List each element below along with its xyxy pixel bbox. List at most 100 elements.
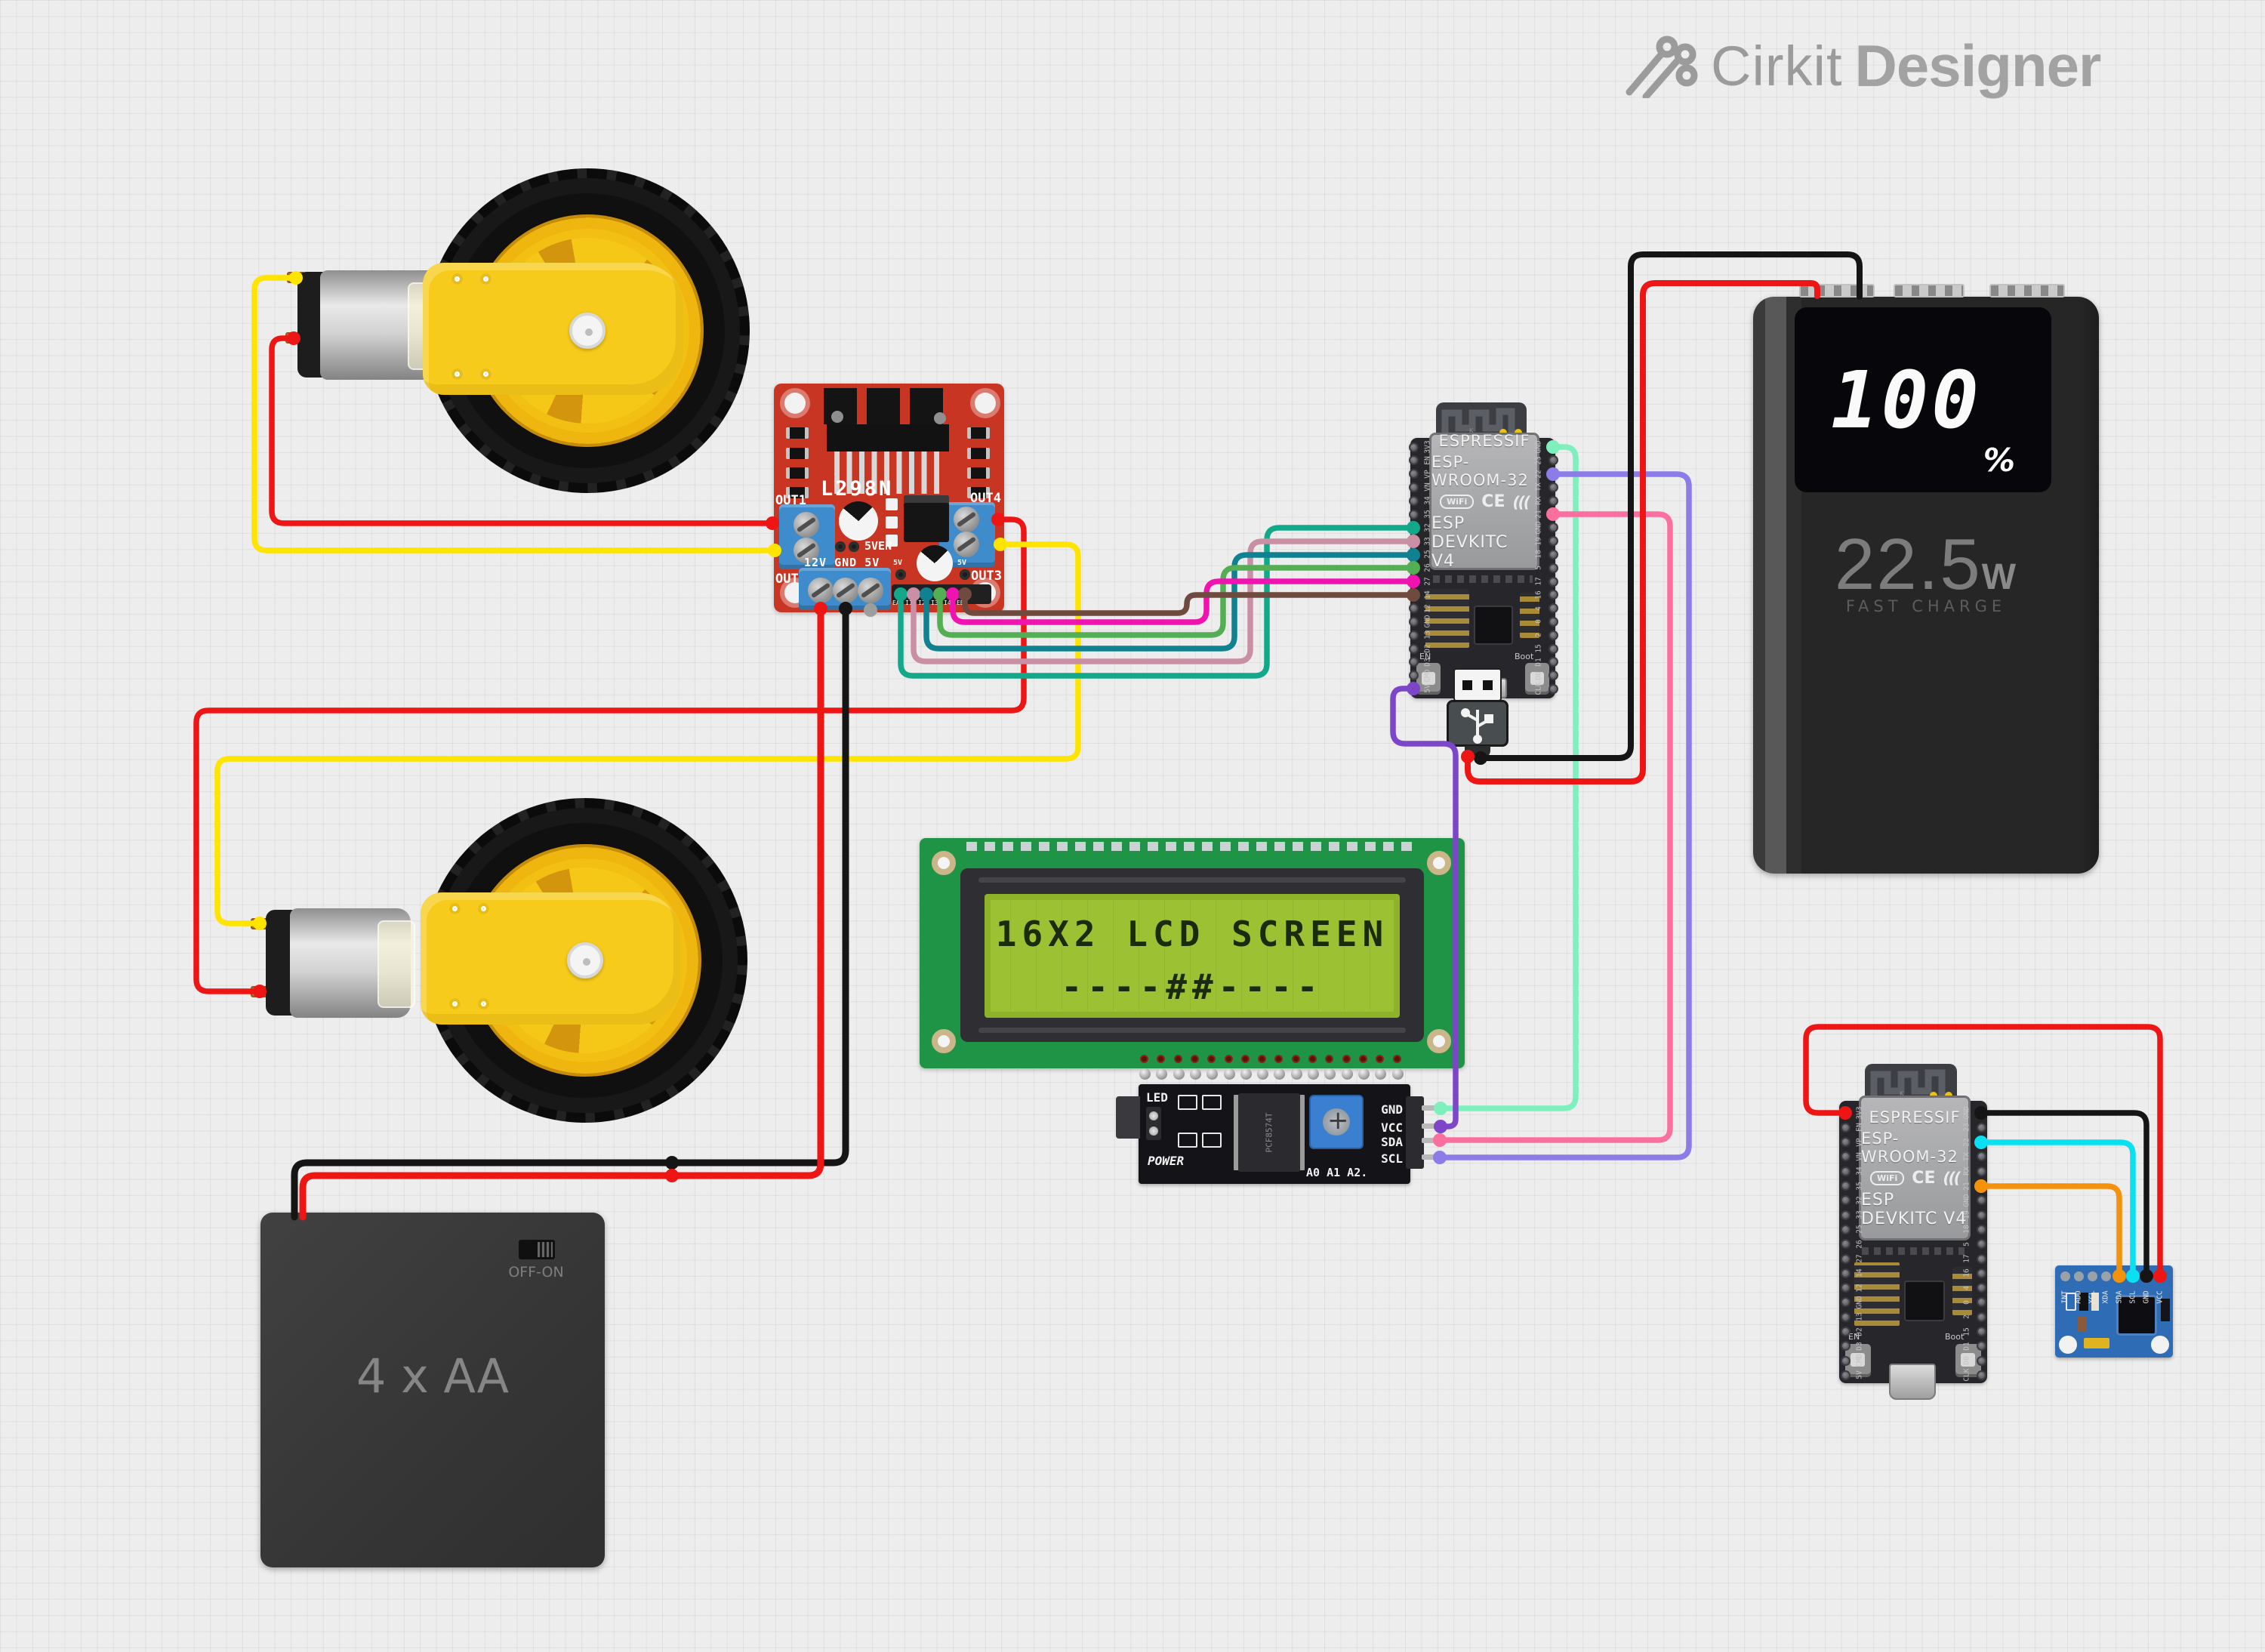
pin-35[interactable]	[1840, 1181, 1851, 1191]
lcd-pin[interactable]	[1308, 1055, 1317, 1063]
pin-32[interactable]	[1840, 1195, 1851, 1206]
esp32-devkit-2[interactable]: K ESPRESSIF ESP-WROOM-32 WiFi CE ((( ESP…	[1839, 1064, 1987, 1400]
usb-plug-body[interactable]	[1447, 700, 1508, 747]
mpu-pin-xcl[interactable]	[2087, 1271, 2097, 1281]
i2c-lcd-backpack[interactable]: LED POWER PCF8574T A0 A1 A2. GNDVCCSDASC…	[1116, 1068, 1440, 1184]
pin-27[interactable]	[1840, 1253, 1851, 1264]
pin-15[interactable]	[1976, 1327, 1986, 1336]
pin-d2[interactable]	[1840, 1327, 1851, 1336]
pin-16[interactable]	[1548, 590, 1558, 600]
wire-motor1-red[interactable]	[269, 335, 775, 526]
lcd-pin[interactable]	[1358, 1055, 1367, 1063]
pin-34[interactable]	[1408, 495, 1419, 506]
wire-io21-sda-pink[interactable]	[1437, 511, 1673, 1143]
pin-33[interactable]	[1840, 1210, 1851, 1220]
pin-16[interactable]	[1976, 1268, 1986, 1278]
lcd-pin[interactable]	[1274, 1055, 1284, 1063]
pin-gnd[interactable]	[1840, 1297, 1851, 1308]
wire-enable-b-brown[interactable]	[962, 591, 1416, 616]
power-switch[interactable]	[519, 1240, 555, 1259]
i2c-header-pin[interactable]	[1324, 1068, 1336, 1080]
pin-0[interactable]	[1976, 1297, 1986, 1308]
pin-clk[interactable]	[1976, 1370, 1986, 1380]
i2c-header-pin[interactable]	[1139, 1068, 1151, 1080]
i2c-header-pin[interactable]	[1223, 1068, 1235, 1080]
lcd-pin[interactable]	[1157, 1055, 1166, 1063]
power-bank[interactable]: 100 % 22.5W FAST CHARGE	[1753, 284, 2099, 874]
wire-motor1-yellow[interactable]	[251, 275, 778, 553]
pin-5v[interactable]	[1840, 1370, 1851, 1380]
wire-esp2-3v3-red[interactable]	[1803, 1024, 2163, 1279]
pin-17[interactable]	[1976, 1253, 1986, 1264]
lcd-pin[interactable]	[1140, 1055, 1148, 1063]
contrast-potentiometer[interactable]	[1309, 1095, 1364, 1149]
pin-13[interactable]	[1408, 630, 1419, 640]
lcd-16x2[interactable]: 16X2 LCD SCREEN ----##----	[920, 838, 1465, 1068]
pin-d3[interactable]	[1840, 1341, 1851, 1351]
wire-battery-black[interactable]	[291, 605, 849, 1221]
pin-d0[interactable]	[1548, 670, 1558, 681]
lcd-pin[interactable]	[1190, 1055, 1199, 1063]
pin-d3[interactable]	[1408, 657, 1419, 667]
pin-5[interactable]	[1976, 1239, 1986, 1250]
pin-14[interactable]	[1840, 1268, 1851, 1278]
pin-34[interactable]	[1840, 1166, 1851, 1176]
lcd-pin[interactable]	[1258, 1055, 1267, 1063]
pin-12[interactable]	[1840, 1283, 1851, 1293]
pin-en[interactable]	[1408, 455, 1419, 466]
battery-holder-4xaa[interactable]: OFF-ON 4 x AA	[260, 1213, 605, 1567]
pin-en[interactable]	[1840, 1122, 1851, 1133]
i2c-header-pin[interactable]	[1156, 1068, 1168, 1080]
wire-in2-dark-teal[interactable]	[923, 552, 1416, 652]
lcd-pin[interactable]	[1376, 1055, 1385, 1063]
lcd-pin[interactable]	[1392, 1055, 1401, 1063]
dc-gear-motor-1[interactable]	[264, 128, 778, 551]
wire-in3-green[interactable]	[937, 565, 1416, 638]
pin-gnd[interactable]	[1976, 1195, 1986, 1206]
pin-rx[interactable]	[1548, 495, 1558, 506]
wire-io22-scl-purple[interactable]	[1437, 471, 1692, 1160]
pin-tx[interactable]	[1976, 1151, 1986, 1162]
pin-12[interactable]	[1408, 603, 1419, 614]
i2c-header-pin[interactable]	[1308, 1068, 1319, 1080]
pin-19[interactable]	[1976, 1210, 1986, 1220]
pin-17[interactable]	[1548, 576, 1558, 587]
pin-vp[interactable]	[1408, 469, 1419, 479]
i2c-header-pin[interactable]	[1189, 1068, 1201, 1080]
pin-d1[interactable]	[1548, 657, 1558, 667]
lcd-pin[interactable]	[1325, 1055, 1334, 1063]
pin-d1[interactable]	[1976, 1341, 1986, 1351]
wire-usb-red[interactable]	[1465, 280, 1820, 784]
pin-3v3[interactable]	[1408, 442, 1419, 452]
boot-button[interactable]	[1525, 663, 1549, 695]
l298n-motor-driver[interactable]: L298N OUT1 OUT2 OUT4 OUT3 5VEN 12V GND 5…	[774, 384, 1004, 612]
en-button[interactable]	[1416, 663, 1441, 695]
esp32-devkit-1[interactable]: K ESPRESSIF ESP-WROOM-32 WiFi CE ((( ESP…	[1410, 402, 1555, 698]
micro-usb-port[interactable]	[1889, 1364, 1936, 1400]
pin-15[interactable]	[1548, 643, 1558, 654]
lcd-pin[interactable]	[1291, 1055, 1300, 1063]
pin-rx[interactable]	[1976, 1166, 1986, 1176]
dc-gear-motor-2[interactable]	[234, 747, 763, 1170]
pin-35[interactable]	[1408, 509, 1419, 519]
i2c-header-pin[interactable]	[1375, 1068, 1387, 1080]
wire-vcc-5v-purple[interactable]	[1390, 686, 1459, 1130]
wire-enable-a-teal[interactable]	[898, 525, 1416, 679]
pin-2[interactable]	[1548, 630, 1558, 640]
pin-23[interactable]	[1976, 1122, 1986, 1133]
wire-esp2-22-cyan[interactable]	[1978, 1139, 2136, 1279]
pin-4[interactable]	[1976, 1283, 1986, 1293]
mpu-pin-int[interactable]	[2060, 1271, 2070, 1281]
pin-d2[interactable]	[1408, 643, 1419, 654]
pin-tx[interactable]	[1548, 482, 1558, 492]
i2c-header-pin[interactable]	[1391, 1068, 1404, 1080]
i2c-header-pin[interactable]	[1240, 1068, 1252, 1080]
lcd-pin[interactable]	[1224, 1055, 1233, 1063]
wire-esp2-gnd-black[interactable]	[1978, 1110, 2149, 1279]
pin-gnd[interactable]	[1408, 616, 1419, 627]
lcd-pin[interactable]	[1207, 1055, 1216, 1063]
mpu-pin-xda[interactable]	[2100, 1271, 2111, 1281]
i2c-header-pin[interactable]	[1206, 1068, 1219, 1080]
pin-18[interactable]	[1548, 549, 1558, 559]
